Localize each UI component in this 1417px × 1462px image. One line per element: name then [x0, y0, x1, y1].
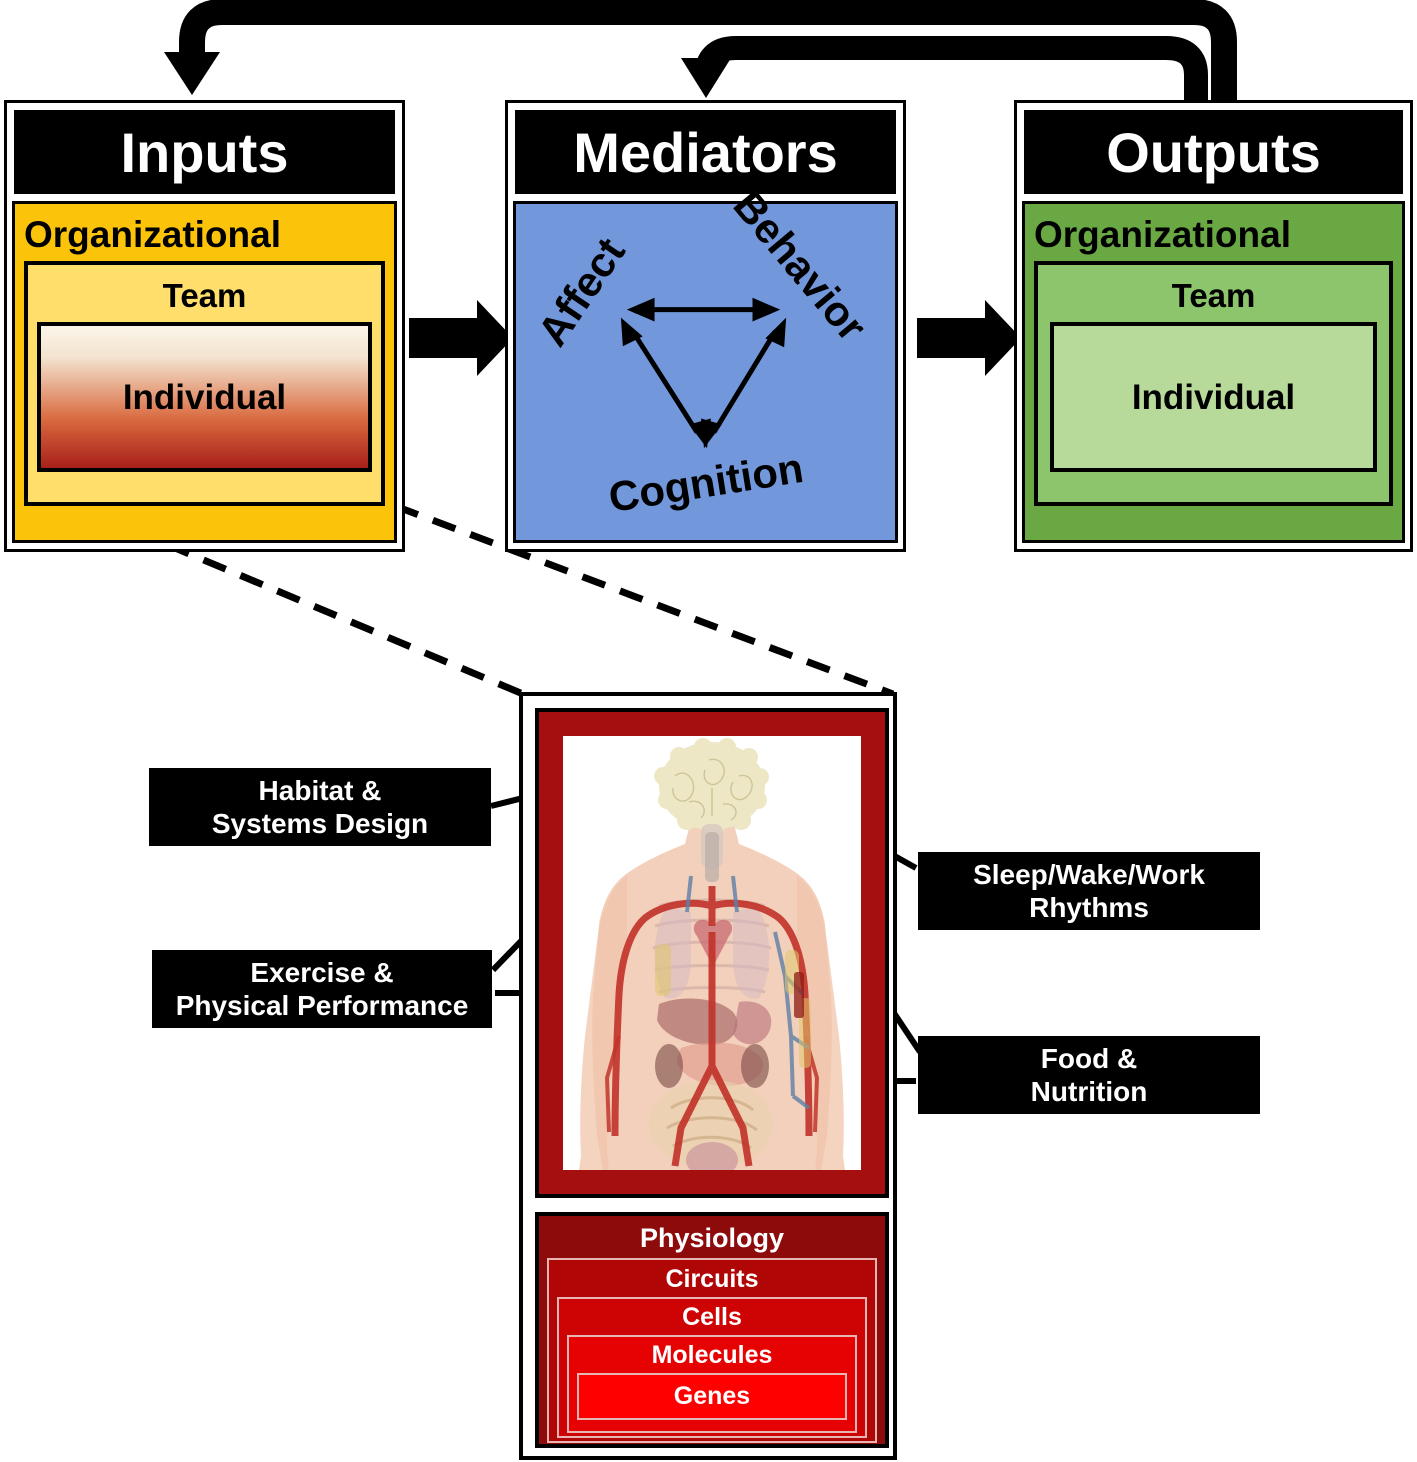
callout-food-line2: Nutrition	[1030, 1076, 1148, 1107]
outputs-label-organizational: Organizational	[1034, 214, 1291, 255]
callout-food-nutrition[interactable]: Food & Nutrition	[918, 1036, 1260, 1114]
hier-level-physiology[interactable]: Physiology Circuits Cells Molecules Gene…	[539, 1216, 885, 1444]
mediators-canvas[interactable]: Affect Behavior Cognition	[513, 182, 898, 543]
anatomy-image	[563, 736, 861, 1170]
inputs-ring-organizational[interactable]: Organizational Team Individual	[12, 201, 397, 543]
inputs-label-organizational: Organizational	[24, 214, 281, 255]
outputs-ring-team[interactable]: Team Individual	[1034, 261, 1393, 506]
callout-exercise-physical-performance[interactable]: Exercise & Physical Performance	[152, 950, 492, 1028]
panel-mediators-title: Mediators	[573, 120, 838, 184]
hier-level-cells[interactable]: Cells Molecules Genes	[557, 1297, 867, 1438]
hier-label-circuits: Circuits	[665, 1265, 759, 1293]
callout-sleep-line2: Rhythms	[1029, 892, 1149, 923]
inputs-label-team: Team	[162, 277, 247, 314]
inputs-label-individual: Individual	[122, 377, 287, 417]
outputs-ring-organizational[interactable]: Organizational Team Individual	[1022, 201, 1405, 543]
outputs-label-individual: Individual	[1131, 377, 1296, 417]
panel-mediators-header: Mediators	[513, 108, 898, 196]
panel-outputs-title: Outputs	[1106, 120, 1321, 184]
panel-inputs[interactable]: Inputs Organizational Team Individual	[4, 100, 405, 552]
callout-sleep-line1: Sleep/Wake/Work	[973, 858, 1205, 890]
panel-outputs-header: Outputs	[1022, 108, 1405, 196]
callout-habitat-line2: Systems Design	[211, 808, 429, 839]
biological-hierarchy[interactable]: Physiology Circuits Cells Molecules Gene…	[535, 1212, 889, 1448]
human-anatomy-illustration	[579, 738, 845, 1170]
hier-label-physiology: Physiology	[639, 1223, 785, 1253]
flow-arrow-inputs-to-mediators	[409, 300, 513, 376]
panel-inputs-title: Inputs	[120, 120, 289, 184]
panel-inputs-header: Inputs	[12, 108, 397, 196]
hier-label-cells: Cells	[682, 1303, 742, 1331]
panel-outputs[interactable]: Outputs Organizational Team Individual	[1014, 100, 1413, 552]
callout-exercise-line2: Physical Performance	[175, 990, 469, 1021]
hier-level-genes[interactable]: Genes	[577, 1373, 847, 1420]
inputs-ring-individual[interactable]: Individual	[37, 322, 372, 472]
outputs-label-team: Team	[1171, 277, 1256, 314]
feedback-arrow-outputs-to-mediators	[681, 36, 1208, 100]
hier-level-circuits[interactable]: Circuits Cells Molecules Genes	[547, 1258, 877, 1443]
hier-label-genes: Genes	[673, 1382, 751, 1410]
callout-sleep-wake-work-rhythms[interactable]: Sleep/Wake/Work Rhythms	[918, 852, 1260, 930]
callout-exercise-line1: Exercise &	[250, 956, 394, 988]
mediators-triangle-arrows	[620, 297, 787, 449]
hier-level-molecules[interactable]: Molecules Genes	[567, 1335, 857, 1433]
callout-habitat-line1: Habitat &	[258, 774, 382, 806]
brain-region	[654, 738, 769, 836]
panel-mediators[interactable]: Mediators Affect Behavior Cognition	[505, 100, 906, 552]
callout-food-line1: Food &	[1040, 1042, 1138, 1074]
individual-detail-panel[interactable]: Physiology Circuits Cells Molecules Gene…	[519, 692, 897, 1460]
feedback-arrow-outputs-to-inputs	[164, 0, 1237, 100]
anatomy-frame	[535, 708, 889, 1198]
callout-habitat-systems-design[interactable]: Habitat & Systems Design	[149, 768, 491, 846]
outputs-ring-individual[interactable]: Individual	[1050, 322, 1377, 472]
hier-label-molecules: Molecules	[651, 1341, 773, 1369]
flow-arrow-mediators-to-outputs	[917, 300, 1021, 376]
inputs-ring-team[interactable]: Team Individual	[24, 261, 385, 506]
